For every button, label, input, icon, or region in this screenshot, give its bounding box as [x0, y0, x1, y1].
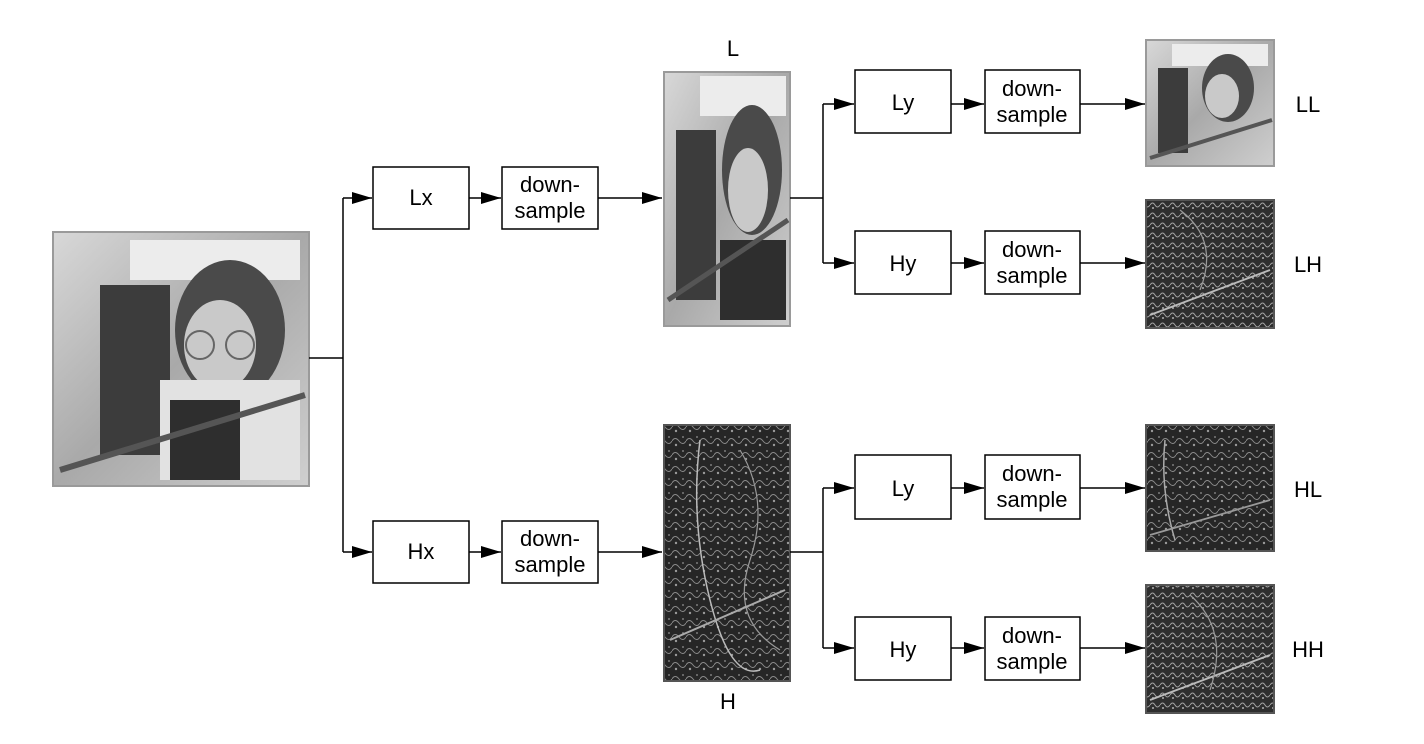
downsample-box-hy-top: down- sample [984, 230, 1081, 295]
HH-label: HH [1292, 637, 1324, 662]
hx-filter-label: Hx [408, 539, 435, 564]
downsample-line1: down- [1002, 623, 1062, 648]
input-image [52, 231, 310, 487]
hx-filter-box: Hx [372, 520, 470, 584]
downsample-line2: sample [997, 263, 1068, 288]
connector-input-split [309, 192, 372, 558]
connector-L-split [790, 98, 854, 269]
downsample-line2: sample [997, 487, 1068, 512]
downsample-line2: sample [515, 198, 586, 223]
downsample-box-hx: down- sample [501, 520, 599, 584]
downsample-line1: down- [1002, 237, 1062, 262]
L-image [663, 71, 791, 327]
downsample-box-ly-bottom: down- sample [984, 454, 1081, 520]
L-label: L [727, 36, 739, 61]
ly-top-filter-box: Ly [854, 69, 952, 134]
H-image [663, 424, 791, 682]
LH-image [1145, 199, 1275, 329]
downsample-line1: down- [1002, 76, 1062, 101]
HL-label: HL [1294, 477, 1322, 502]
hy-top-filter-label: Hy [890, 251, 917, 276]
lx-filter-label: Lx [409, 185, 432, 210]
LL-label: LL [1296, 92, 1320, 117]
hy-top-filter-box: Hy [854, 230, 952, 295]
downsample-box-lx: down- sample [501, 166, 599, 230]
LH-label: LH [1294, 252, 1322, 277]
downsample-line1: down- [520, 172, 580, 197]
downsample-line2: sample [515, 552, 586, 577]
HL-image [1145, 424, 1275, 552]
connector-H-split [790, 482, 854, 654]
ly-bottom-filter-label: Ly [892, 476, 914, 501]
downsample-box-ly-top: down- sample [984, 69, 1081, 134]
lx-filter-box: Lx [372, 166, 470, 230]
H-label: H [720, 689, 736, 714]
LL-image [1145, 39, 1275, 167]
ly-bottom-filter-box: Ly [854, 454, 952, 520]
downsample-box-hy-bottom: down- sample [984, 616, 1081, 681]
downsample-line2: sample [997, 102, 1068, 127]
downsample-line1: down- [1002, 461, 1062, 486]
HH-image [1145, 584, 1275, 714]
downsample-line2: sample [997, 649, 1068, 674]
hy-bottom-filter-label: Hy [890, 637, 917, 662]
hy-bottom-filter-box: Hy [854, 616, 952, 681]
ly-top-filter-label: Ly [892, 90, 914, 115]
downsample-line1: down- [520, 526, 580, 551]
